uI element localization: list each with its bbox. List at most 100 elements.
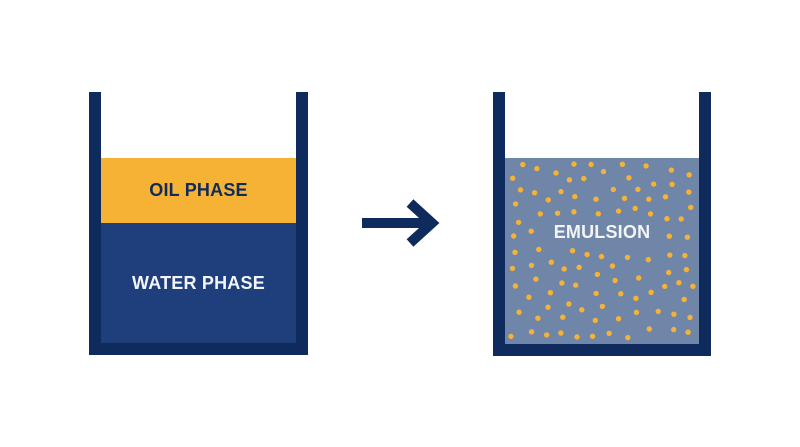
beaker-right-wall (296, 92, 308, 355)
droplet (599, 303, 606, 310)
droplet (662, 283, 668, 290)
droplet (581, 175, 587, 182)
droplet (533, 276, 539, 282)
droplet (512, 249, 518, 255)
droplet (648, 289, 654, 295)
beaker-bottom-wall (493, 344, 711, 356)
droplet (685, 329, 691, 335)
droplet (576, 264, 582, 270)
droplet (632, 205, 638, 212)
water-phase-label: WATER PHASE (132, 272, 265, 293)
droplet (643, 163, 649, 169)
droplet (545, 197, 551, 203)
droplet (509, 265, 516, 272)
droplet (508, 333, 514, 340)
droplet (528, 228, 534, 234)
droplet (681, 296, 687, 303)
droplet (536, 246, 542, 253)
droplet (566, 301, 572, 307)
droplet (547, 290, 554, 296)
droplet (537, 211, 543, 217)
droplet (651, 181, 657, 187)
droplet (671, 311, 677, 317)
droplet (574, 334, 580, 340)
droplet (619, 161, 626, 167)
droplet (633, 295, 639, 301)
droplet (526, 294, 532, 300)
emulsion-label: EMULSION (553, 222, 651, 242)
droplet (516, 309, 522, 315)
droplet (553, 170, 559, 176)
droplet (618, 291, 624, 297)
arrow-right-icon (362, 199, 440, 247)
beaker-bottom-wall (89, 343, 308, 355)
droplet (584, 251, 590, 258)
droplet (528, 329, 535, 335)
droplet (609, 263, 616, 269)
droplet (579, 307, 585, 313)
droplet (573, 282, 579, 288)
droplet (686, 172, 692, 178)
droplet (690, 283, 696, 289)
droplet (647, 211, 654, 217)
droplet (592, 317, 598, 324)
droplet (545, 304, 551, 310)
droplet (554, 210, 561, 216)
droplet (626, 175, 632, 181)
droplet (598, 253, 605, 260)
droplet (510, 175, 516, 181)
beaker-left-wall (493, 92, 505, 356)
droplet (682, 252, 688, 259)
droplet (688, 204, 694, 211)
droplet (528, 262, 535, 269)
droplet (566, 177, 573, 183)
droplet (666, 269, 672, 276)
droplet (593, 196, 599, 202)
droplet (558, 330, 564, 336)
droplet (636, 275, 642, 281)
droplet (512, 201, 519, 207)
droplet (683, 266, 690, 273)
droplet (517, 187, 524, 193)
droplet (535, 315, 541, 321)
droplet (512, 283, 519, 289)
droplet (569, 248, 576, 254)
droplet (633, 309, 640, 316)
droplet (610, 186, 616, 193)
droplet (686, 189, 692, 195)
emulsion-fill: EMULSION (505, 158, 699, 344)
droplet (559, 280, 565, 286)
droplet (600, 168, 607, 175)
droplet (676, 280, 682, 286)
droplet (558, 188, 564, 195)
droplet (561, 266, 567, 272)
oil-phase-label: OIL PHASE (149, 180, 248, 200)
droplet (664, 216, 670, 222)
droplet (615, 316, 622, 322)
droplet (515, 219, 522, 226)
droplet (624, 254, 631, 261)
droplet (571, 161, 577, 167)
droplet (531, 190, 538, 196)
droplet (534, 165, 540, 172)
droplet (646, 326, 652, 332)
droplet (655, 308, 661, 315)
droplet (571, 209, 577, 215)
droplet (666, 233, 672, 239)
droplet (646, 196, 652, 202)
beaker-after: EMULSION (493, 92, 711, 356)
droplet (668, 167, 675, 173)
droplet (572, 193, 578, 200)
droplet (511, 233, 517, 239)
droplet (544, 332, 550, 338)
droplet (625, 334, 631, 341)
droplet (593, 290, 599, 297)
droplet (684, 234, 691, 240)
droplet (548, 259, 554, 265)
droplet (595, 211, 601, 217)
oil-layer: OIL PHASE (101, 158, 296, 223)
droplet (612, 277, 618, 284)
droplet (520, 161, 526, 168)
droplet (671, 326, 677, 333)
